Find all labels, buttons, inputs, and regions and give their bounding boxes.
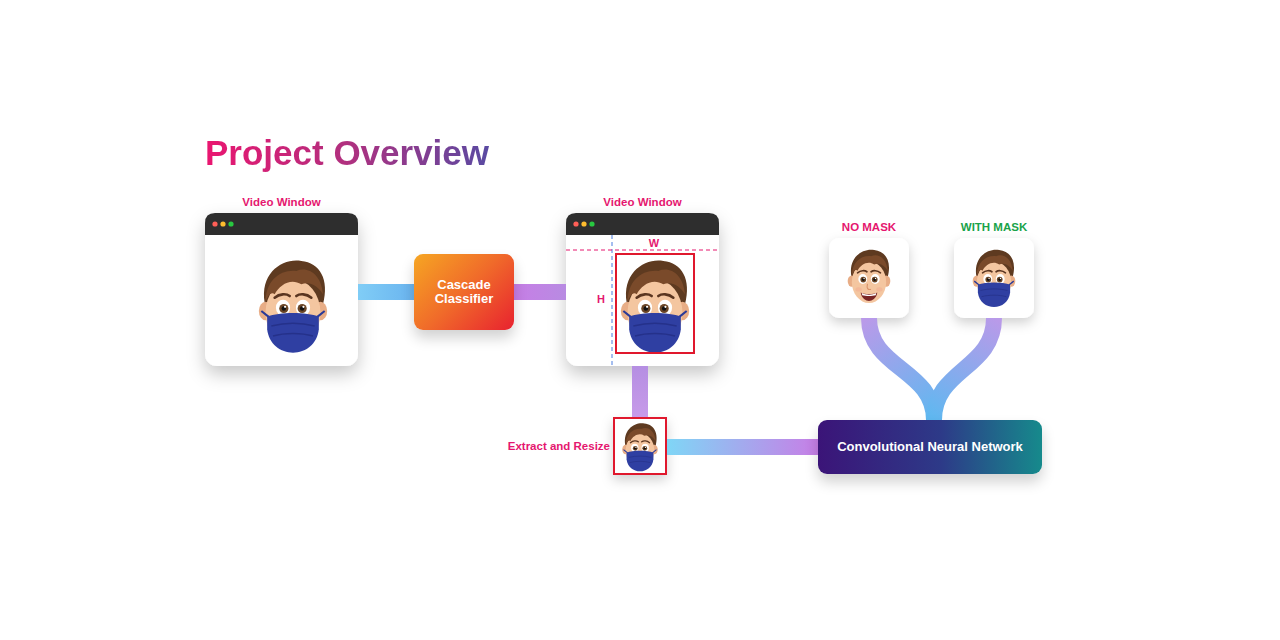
- video-window-frame-part: [566, 213, 719, 235]
- video-window-frame: [205, 213, 358, 366]
- height-guide: [612, 235, 613, 366]
- node-heading: Video Window: [546, 196, 739, 208]
- node-heading: Extract and Resize: [508, 440, 610, 452]
- video-window-frame-part: [212, 221, 217, 226]
- masked-face: [973, 250, 1016, 307]
- video-window-frame-part: [205, 213, 358, 366]
- box-label: Convolutional Neural Network: [837, 440, 1023, 454]
- result-card: NO MASK: [829, 238, 909, 318]
- masked-face: [621, 261, 689, 353]
- video-window-frame-part: [566, 213, 719, 366]
- dimension-label: W: [647, 237, 661, 249]
- unmasked-face: [848, 250, 891, 303]
- connector-band: [934, 318, 994, 420]
- connector-band: [514, 284, 566, 300]
- node-heading: NO MASK: [809, 221, 929, 233]
- connector-band: [358, 284, 414, 300]
- node-heading: WITH MASK: [934, 221, 1054, 233]
- node-heading: Video Window: [185, 196, 378, 208]
- dimension-label: H: [595, 293, 607, 305]
- video-window-frame-part: [205, 213, 358, 235]
- video-window-frame-part: [581, 221, 586, 226]
- cnn-box: Convolutional Neural Network: [818, 420, 1042, 474]
- masked-face: [622, 423, 658, 471]
- video-window-frame-part: [220, 221, 225, 226]
- video-window: Video Window: [205, 213, 358, 366]
- box-label: Cascade Classifier: [424, 278, 504, 307]
- crop-card: [613, 417, 667, 475]
- width-guide: [566, 250, 719, 251]
- page-title: Project Overview: [205, 133, 489, 173]
- connector-band: [667, 439, 818, 455]
- connector-band: [632, 366, 648, 417]
- result-card: [829, 238, 909, 318]
- video-window-frame-part: [573, 221, 578, 226]
- video-window-frame-part: [228, 221, 233, 226]
- video-window: Video Window: [566, 213, 719, 366]
- video-window-frame-part: [589, 221, 594, 226]
- result-card: WITH MASK: [954, 238, 1034, 318]
- detection-box: [616, 254, 694, 353]
- video-window-frame: [566, 213, 719, 366]
- extract-box: Extract and Resize: [613, 417, 667, 475]
- masked-face: [259, 261, 327, 353]
- classifier-box: Cascade Classifier: [414, 254, 514, 330]
- connector-band: [869, 318, 934, 420]
- result-card: [954, 238, 1034, 318]
